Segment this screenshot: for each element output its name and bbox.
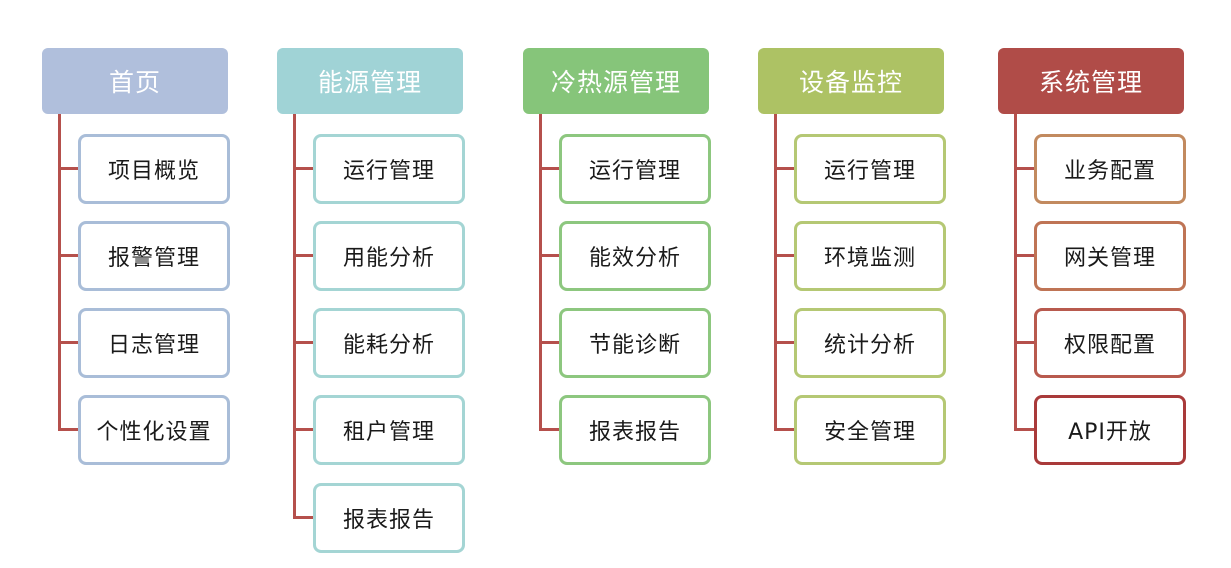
item-log-management[interactable]: 日志管理 bbox=[78, 308, 230, 378]
connector-horizontal bbox=[293, 167, 313, 170]
header-cooling-heating-source[interactable]: 冷热源管理 bbox=[523, 48, 709, 114]
connector-vertical bbox=[774, 114, 777, 429]
connector-horizontal bbox=[293, 341, 313, 344]
header-home[interactable]: 首页 bbox=[42, 48, 228, 114]
connector-horizontal bbox=[774, 167, 794, 170]
connector-horizontal bbox=[539, 167, 559, 170]
connector-horizontal bbox=[1014, 167, 1034, 170]
connector-horizontal bbox=[58, 428, 78, 431]
item-gateway-management[interactable]: 网关管理 bbox=[1034, 221, 1186, 291]
item-safety-management[interactable]: 安全管理 bbox=[794, 395, 946, 465]
item-operation-management[interactable]: 运行管理 bbox=[794, 134, 946, 204]
connector-vertical bbox=[539, 114, 542, 429]
item-project-overview[interactable]: 项目概览 bbox=[78, 134, 230, 204]
item-reports[interactable]: 报表报告 bbox=[313, 483, 465, 553]
connector-vertical bbox=[1014, 114, 1017, 429]
item-api-open[interactable]: API开放 bbox=[1034, 395, 1186, 465]
column-system-management: 系统管理 业务配置 网关管理 权限配置 API开放 bbox=[998, 0, 1231, 568]
connector-horizontal bbox=[1014, 428, 1034, 431]
connector-horizontal bbox=[1014, 341, 1034, 344]
item-business-configuration[interactable]: 业务配置 bbox=[1034, 134, 1186, 204]
connector-horizontal bbox=[58, 341, 78, 344]
column-energy-management: 能源管理 运行管理 用能分析 能耗分析 租户管理 报表报告 bbox=[277, 0, 517, 568]
item-energy-saving-diagnosis[interactable]: 节能诊断 bbox=[559, 308, 711, 378]
item-environment-monitoring[interactable]: 环境监测 bbox=[794, 221, 946, 291]
item-energy-consumption-analysis[interactable]: 能耗分析 bbox=[313, 308, 465, 378]
item-permission-configuration[interactable]: 权限配置 bbox=[1034, 308, 1186, 378]
column-cooling-heating-source: 冷热源管理 运行管理 能效分析 节能诊断 报表报告 bbox=[523, 0, 763, 568]
connector-horizontal bbox=[539, 428, 559, 431]
connector-horizontal bbox=[1014, 254, 1034, 257]
column-home: 首页 项目概览 报警管理 日志管理 个性化设置 bbox=[42, 0, 282, 568]
connector-horizontal bbox=[539, 254, 559, 257]
item-personalization-settings[interactable]: 个性化设置 bbox=[78, 395, 230, 465]
item-operation-management[interactable]: 运行管理 bbox=[559, 134, 711, 204]
connector-horizontal bbox=[293, 516, 313, 519]
item-tenant-management[interactable]: 租户管理 bbox=[313, 395, 465, 465]
item-operation-management[interactable]: 运行管理 bbox=[313, 134, 465, 204]
connector-horizontal bbox=[293, 428, 313, 431]
header-equipment-monitoring[interactable]: 设备监控 bbox=[758, 48, 944, 114]
connector-horizontal bbox=[58, 254, 78, 257]
column-equipment-monitoring: 设备监控 运行管理 环境监测 统计分析 安全管理 bbox=[758, 0, 998, 568]
connector-horizontal bbox=[293, 254, 313, 257]
connector-horizontal bbox=[774, 341, 794, 344]
item-energy-use-analysis[interactable]: 用能分析 bbox=[313, 221, 465, 291]
item-energy-efficiency-analysis[interactable]: 能效分析 bbox=[559, 221, 711, 291]
connector-horizontal bbox=[774, 428, 794, 431]
item-statistical-analysis[interactable]: 统计分析 bbox=[794, 308, 946, 378]
connector-horizontal bbox=[58, 167, 78, 170]
header-energy-management[interactable]: 能源管理 bbox=[277, 48, 463, 114]
connector-vertical bbox=[293, 114, 296, 517]
connector-vertical bbox=[58, 114, 61, 429]
item-alarm-management[interactable]: 报警管理 bbox=[78, 221, 230, 291]
item-reports[interactable]: 报表报告 bbox=[559, 395, 711, 465]
connector-horizontal bbox=[774, 254, 794, 257]
connector-horizontal bbox=[539, 341, 559, 344]
header-system-management[interactable]: 系统管理 bbox=[998, 48, 1184, 114]
